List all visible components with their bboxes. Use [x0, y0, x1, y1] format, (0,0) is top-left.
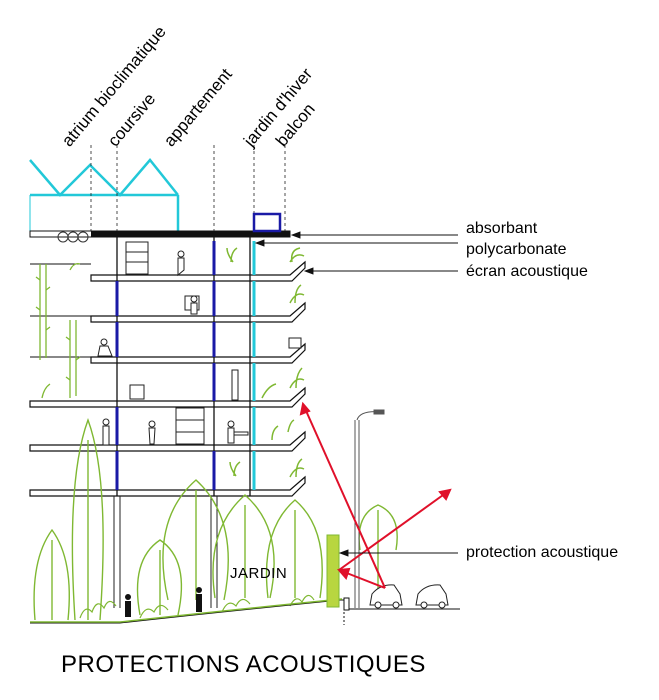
callout-protection-acoustique: protection acoustique — [466, 544, 619, 561]
diagram-caption: PROTECTIONS ACOUSTIQUES — [61, 651, 426, 678]
facade-plants — [226, 247, 305, 478]
zone-division-lines — [90, 145, 286, 235]
grass-line — [30, 598, 343, 623]
noise-wall — [326, 534, 350, 625]
callout-absorbant: absorbant — [466, 220, 538, 237]
occupants — [97, 250, 235, 446]
callout-polycarbonate: polycarbonate — [466, 241, 567, 258]
garden-label: JARDIN — [230, 565, 288, 582]
pedestrians — [125, 587, 202, 617]
garden-bushes — [79, 594, 315, 619]
callout-lines — [254, 231, 458, 557]
atrium-roof — [29, 158, 180, 232]
cars — [369, 584, 449, 609]
interior-furniture — [125, 241, 302, 445]
roof-slab — [29, 212, 291, 243]
sound-rays — [299, 401, 452, 589]
atrium-hanging-plants — [35, 262, 81, 399]
ground-line — [30, 599, 460, 624]
blue-glazing — [115, 241, 216, 490]
floor-slabs — [29, 260, 306, 497]
garden-trees — [33, 417, 398, 621]
callout-ecran-acoustique: écran acoustique — [466, 263, 588, 280]
pilotis — [113, 496, 218, 608]
atrium-floors — [30, 263, 91, 358]
